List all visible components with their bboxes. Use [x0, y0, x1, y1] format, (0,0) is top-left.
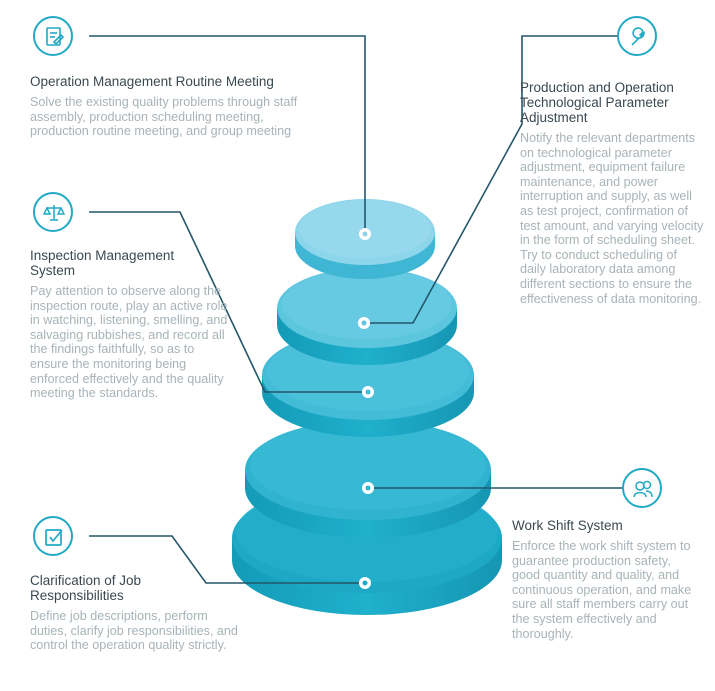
marker-tier-2	[358, 317, 370, 329]
connector-routine-meeting	[89, 35, 366, 234]
routine-meeting-title: Operation Management Routine Meeting	[30, 74, 274, 89]
routine-meeting-description: Solve the existing quality problems thro…	[30, 95, 298, 139]
marker-tier-3	[362, 386, 374, 398]
document-edit-icon	[33, 16, 73, 56]
marker-tier-5	[359, 577, 371, 589]
work-shift-title: Work Shift System	[512, 518, 623, 533]
connector-job-responsibilities	[89, 535, 365, 584]
inspection-description: Pay attention to observe along the inspe…	[30, 284, 228, 401]
tier-markers	[358, 228, 374, 589]
checkbox-icon	[33, 516, 73, 556]
inspection-title: Inspection Management System	[30, 248, 175, 278]
tier-2	[277, 268, 457, 365]
parameter-adjustment-description: Notify the relevant departments on techn…	[520, 131, 704, 306]
tier-4	[245, 420, 491, 538]
connector-inspection	[89, 211, 368, 393]
job-responsibilities-block: Clarification of Job Responsibilities De…	[30, 573, 255, 653]
work-shift-description: Enforce the work shift system to guarant…	[512, 539, 692, 641]
job-responsibilities-description: Define job descriptions, perform duties,…	[30, 609, 238, 653]
marker-tier-4	[362, 482, 374, 494]
connector-parameter-adjustment	[364, 35, 618, 324]
parameter-adjustment-block: Production and Operation Technological P…	[520, 80, 705, 306]
marker-tier-1	[359, 228, 371, 240]
job-responsibilities-title: Clarification of Job Responsibilities	[30, 573, 142, 603]
users-icon	[622, 468, 662, 508]
connector-lines	[89, 35, 622, 584]
parameter-adjustment-title: Production and Operation Technological P…	[520, 80, 674, 125]
routine-meeting-block: Operation Management Routine Meeting Sol…	[30, 74, 350, 139]
balance-scale-icon	[33, 192, 73, 232]
inspection-block: Inspection Management System Pay attenti…	[30, 248, 240, 401]
work-shift-block: Work Shift System Enforce the work shift…	[512, 518, 707, 641]
wrench-icon	[617, 16, 657, 56]
